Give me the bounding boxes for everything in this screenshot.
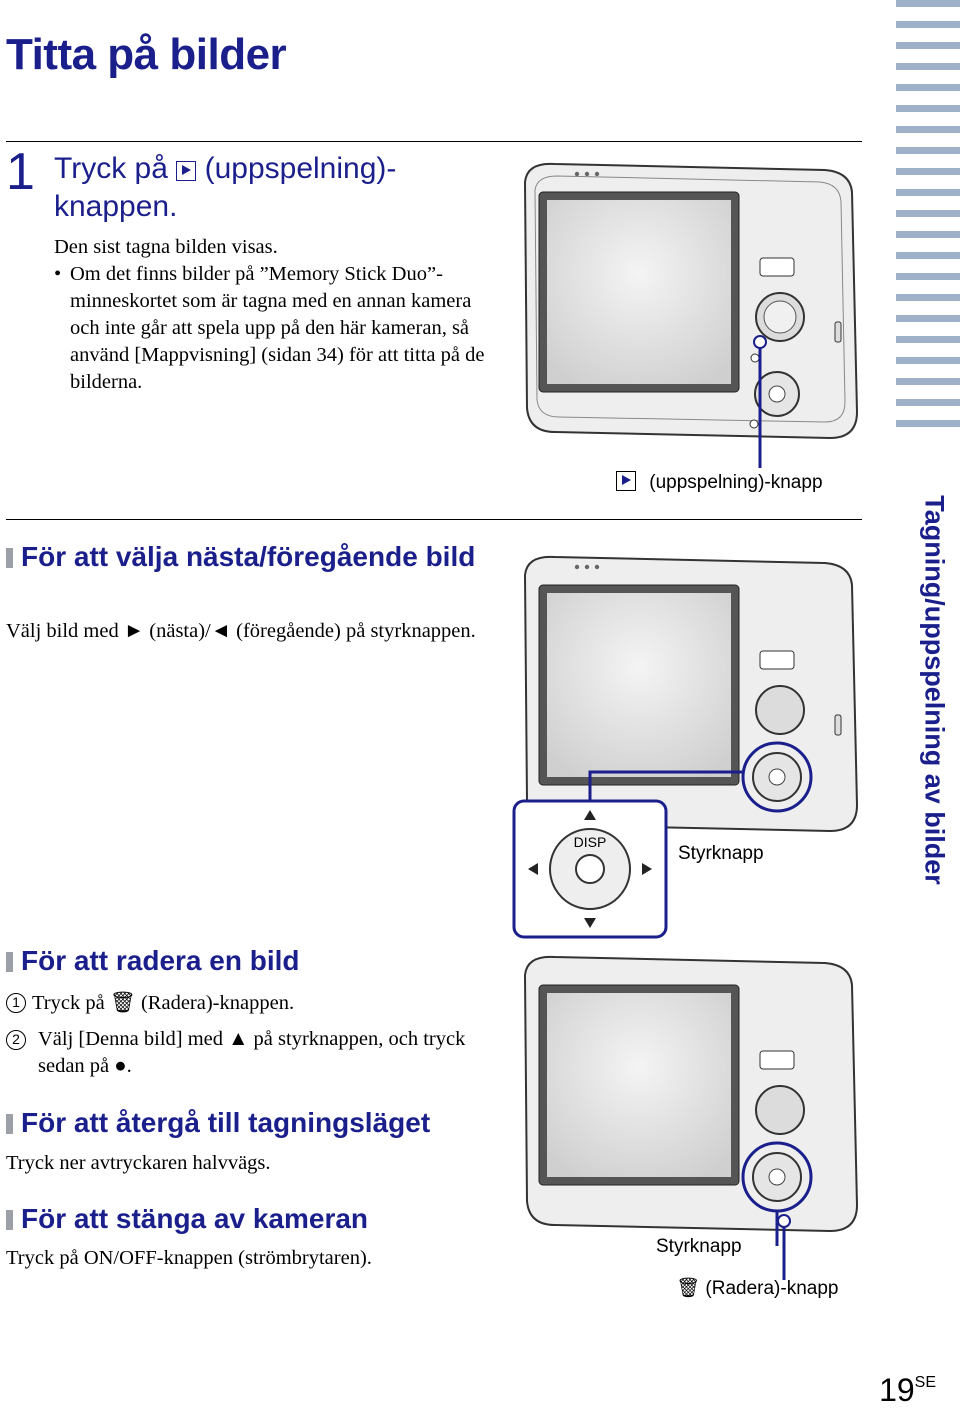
divider [6, 141, 862, 142]
section-heading-return: För att återgå till tagningsläget [6, 1106, 486, 1140]
camera-3 [523, 955, 859, 1233]
step-text: Den sist tagna bilden visas. [54, 236, 278, 258]
section-text-return: Tryck ner avtryckaren halvvägs. [6, 1152, 271, 1174]
side-stripe-decoration [896, 0, 960, 444]
square-bullet-icon [6, 1210, 13, 1230]
page-title: Titta på bilder [6, 30, 287, 79]
square-bullet-icon [6, 952, 13, 972]
camera-illustrations: DISP [512, 162, 859, 1280]
step-title: Tryck på (uppspelning)-knappen. [54, 150, 494, 226]
play-icon [616, 471, 636, 491]
control-button-caption-2: Styrknapp [656, 1236, 742, 1257]
delete-step-2: 2 Välj [Denna bild] med ▲ på styrknappen… [6, 1026, 466, 1080]
play-button-caption: (uppspelning)-knapp [616, 471, 823, 494]
control-pad-inset: DISP [512, 799, 668, 939]
section-heading-off: För att stänga av kameran [6, 1202, 486, 1236]
divider [6, 519, 862, 520]
camera-2 [523, 555, 859, 833]
step-number: 1 [6, 143, 35, 201]
section-text-next-prev: Välj bild med ► (nästa)/◄ (föregående) p… [6, 620, 476, 642]
square-bullet-icon [6, 548, 13, 568]
trash-icon: 🗑 [676, 1278, 701, 1299]
bullet-item: • Om det finns bilder på ”Memory Stick D… [54, 261, 494, 396]
camera-1 [523, 162, 859, 440]
step-title-before: Tryck på [54, 152, 168, 185]
section-text-off: Tryck på ON/OFF-knappen (strömbrytaren). [6, 1247, 372, 1269]
square-bullet-icon [6, 1114, 13, 1134]
side-tab: Tagning/uppspelning av bilder [919, 495, 950, 885]
step-title-after: (uppspelning)-knappen. [54, 152, 397, 223]
page-number: 19SE [879, 1372, 936, 1408]
bullet-text: Om det finns bilder på ”Memory Stick Duo… [70, 263, 485, 393]
section-heading-next-prev: För att välja nästa/föregående bild [6, 540, 476, 574]
control-button-caption: Styrknapp [678, 843, 764, 864]
delete-button-caption: 🗑 (Radera)-knapp [676, 1278, 839, 1299]
svg-text:DISP: DISP [574, 834, 607, 850]
play-icon [176, 161, 197, 181]
section-heading-delete: För att radera en bild [6, 944, 486, 978]
